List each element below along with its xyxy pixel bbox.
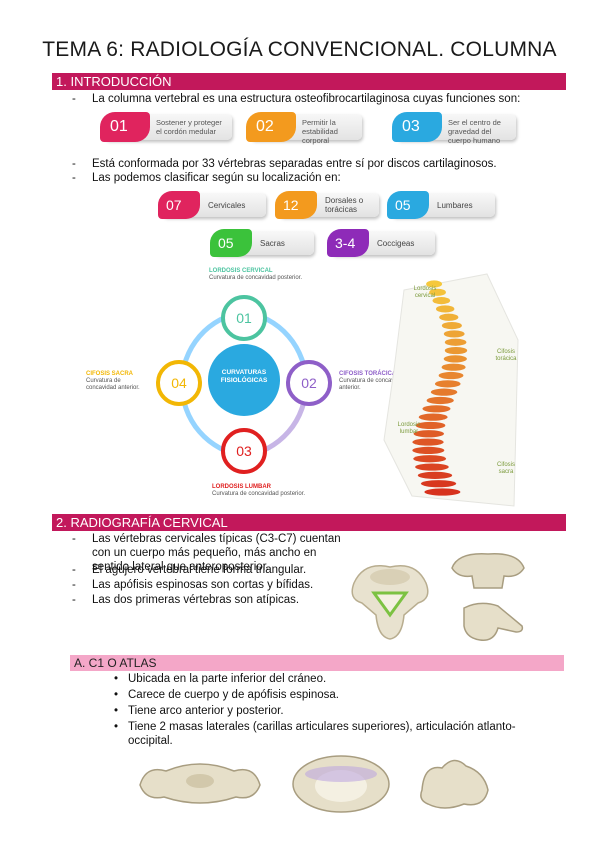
spine-vertebrae (412, 280, 468, 496)
spine-vertebra (415, 463, 449, 471)
atlas-vertebra-front-view (139, 763, 261, 804)
curvature-note-02: CIFOSIS TORÁCICA Curvatura de concavidad… (339, 371, 406, 391)
spine-vertebra (430, 388, 458, 396)
curvature-num: 03 (236, 443, 252, 459)
bullet-item: -Las vértebras cervicales típicas (C3-C7… (72, 533, 341, 573)
curvature-num: 01 (236, 310, 252, 326)
spine-vertebra (434, 380, 461, 388)
curvature-node-01 (221, 295, 267, 341)
region-tile: 12 Dorsales o torácicas (275, 191, 379, 219)
page-title: TEMA 6: RADIOLOGÍA CONVENCIONAL. COLUMNA (42, 38, 557, 61)
spine-vertebra (443, 355, 467, 363)
curvature-note-04: CIFOSIS SACRA Curvatura de concavidad an… (86, 371, 140, 391)
bullet-item: -Las apófisis espinosas son cortas y bíf… (72, 579, 314, 591)
spine-vertebra (422, 405, 451, 413)
spine-vertebra (426, 280, 443, 288)
curvature-num: 04 (171, 375, 187, 391)
region-tile: 07 Cervicales (158, 191, 266, 219)
curvature-node-03 (221, 428, 267, 474)
section-heading-radiografia-cervical: 2. RADIOGRAFÍA CERVICAL (52, 514, 566, 531)
curvature-note-01: LORDOSIS CERVICAL Curvatura de concavida… (209, 268, 303, 281)
function-tile: 03 Ser el centro de gravedad del cuerpo … (392, 112, 516, 145)
spine-vertebra (432, 297, 451, 305)
function-tile: 02 Permitir la estabilidad corporal (246, 112, 362, 145)
spine-vertebra (412, 438, 444, 446)
spine-label-sacra: Cifosis sacra (496, 462, 515, 475)
spine-label-toracica: Cifosis torácica (495, 349, 517, 362)
spine-vertebra (444, 346, 468, 355)
spine-vertebra (444, 338, 467, 346)
spine-vertebra (439, 313, 459, 321)
bullet-item: -El agujero vertebral tiene forma triang… (72, 564, 307, 576)
spine-label-cervical: Lordosis cervical (413, 286, 437, 299)
spine-vertebra (420, 480, 457, 488)
spine-vertebra (415, 421, 446, 430)
spine-vertebra (417, 471, 453, 479)
bullet-item: -La columna vertebral es una estructura … (72, 93, 521, 105)
spine-vertebra (443, 330, 465, 338)
section-heading-introduccion: 1. INTRODUCCIÓN (52, 73, 566, 90)
bullet-item: -Las dos primeras vértebras son atípicas… (72, 594, 300, 606)
spine-illustration (383, 273, 519, 507)
bullet-item: -Las podemos clasificar según su localiz… (72, 172, 341, 184)
region-tile: 3-4 Coccigeas (327, 229, 435, 257)
bullet-item: •Tiene 2 masas laterales (carillas artic… (114, 721, 516, 747)
spine-vertebra (426, 396, 454, 405)
curvatures-diagram: 01 02 03 04 (156, 295, 332, 474)
spine-vertebra (424, 488, 461, 496)
spine-vertebra (435, 305, 455, 313)
spine-vertebra (413, 430, 444, 438)
spine-vertebra (429, 288, 446, 296)
subsection-heading-atlas: A. C1 O ATLAS (70, 655, 564, 671)
spine-vertebra (413, 455, 447, 463)
spine-vertebra (412, 446, 445, 454)
bullet-item: -Está conformada por 33 vértebras separa… (72, 158, 497, 170)
curvature-node-04 (156, 360, 202, 406)
curvature-note-03: LORDOSIS LUMBAR Curvatura de concavidad … (212, 484, 306, 497)
atlas-vertebra-side-view (420, 759, 489, 809)
cervical-vertebra-side-view (463, 602, 524, 641)
bullet-item: •Tiene arco anterior y posterior. (114, 705, 284, 717)
curvature-node-02 (286, 360, 332, 406)
spine-vertebra (441, 322, 462, 330)
spine-vertebra (441, 363, 466, 371)
cervical-vertebra-front-view (451, 553, 525, 589)
spine-label-lumbar: Lordosis lumbar (397, 422, 421, 435)
bullet-item: •Carece de cuerpo y de apófisis espinosa… (114, 689, 339, 701)
bullet-item: •Ubicada en la parte inferior del cráneo… (114, 673, 327, 685)
function-tile: 01 Sostener y proteger el cordón medular (100, 112, 232, 142)
curvature-num: 02 (301, 375, 317, 391)
spine-vertebra (418, 413, 448, 421)
region-tile: 05 Sacras (210, 229, 314, 257)
cervical-vertebra-top-view (351, 565, 429, 640)
region-tile: 05 Lumbares (387, 191, 495, 219)
curvatures-center-label: CURVATURAS FISIOLÓGICAS (220, 369, 268, 384)
atlas-vertebra-top-view (292, 755, 390, 813)
spine-vertebra (438, 371, 464, 380)
curvatures-center (208, 344, 280, 416)
